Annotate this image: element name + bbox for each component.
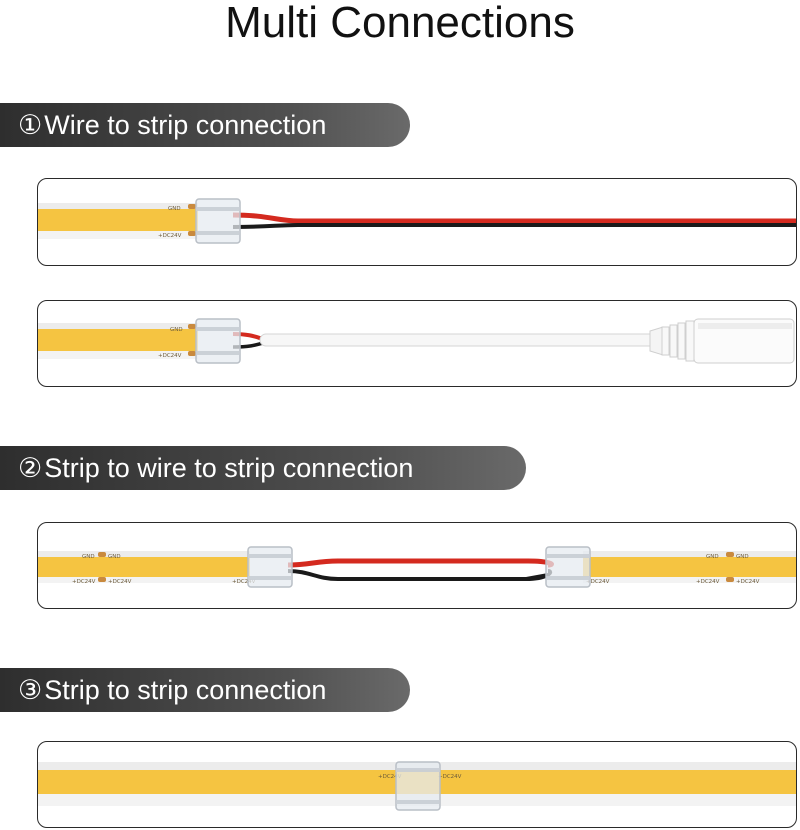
led-strip-right [583,551,796,583]
section-label: Strip to strip connection [44,674,327,705]
dc-female-jack [649,318,795,364]
positive-label: +DC24V [736,579,760,585]
positive-label: +DC24V [586,579,610,585]
positive-label: +DC24V [696,579,720,585]
positive-label: +DC24V [158,353,182,359]
diagram-strip-to-red-black-wire: GND +DC24V [37,178,797,266]
diagram-strip-wire-strip: GND GND +DC24V +DC24V +DC24V GND GND +DC… [37,522,797,609]
led-strip [38,323,198,359]
gnd-label: GND [706,554,719,560]
copper-pads-left [98,552,106,582]
positive-label: +DC24V [378,774,402,780]
section-header-strip-wire-strip: ② Strip to wire to strip connection [0,446,526,490]
positive-label: +DC24V [158,233,182,239]
clip-connector-right [545,546,591,588]
white-dc-cable [259,333,661,347]
gnd-label: GND [168,206,181,212]
positive-label: +DC24V [72,579,96,585]
section-number: ③ [18,674,43,705]
diagram-strip-to-dc-jack: GND +DC24V [37,300,797,387]
led-strip-left [38,551,250,583]
clip-connector [195,198,241,244]
gnd-label: GND [82,554,95,560]
page-title: Multi Connections [225,0,575,47]
section-label: Wire to strip connection [44,109,327,140]
section-header-wire-to-strip: ① Wire to strip connection [0,103,410,147]
jumper-wires [287,558,554,581]
copper-pads [188,204,196,236]
strip-joint-clip [395,761,441,811]
section-number: ① [18,109,43,140]
gnd-label: GND [736,554,749,560]
led-strip [38,203,198,239]
gnd-label: GND [108,554,121,560]
positive-label: +DC24V [232,579,256,585]
clip-connector [195,318,241,364]
positive-label: +DC24V [108,579,132,585]
section-header-strip-to-strip: ③ Strip to strip connection [0,668,410,712]
copper-pads-right [726,552,734,582]
clip-connector-left [247,546,293,588]
section-number: ② [18,452,43,483]
wire-bundle [232,212,796,229]
section-label: Strip to wire to strip connection [44,452,414,483]
positive-label: +DC24V [438,774,462,780]
diagram-strip-to-strip: +DC24V +DC24V [37,741,797,828]
gnd-label: GND [170,327,183,333]
copper-pads [188,324,196,356]
